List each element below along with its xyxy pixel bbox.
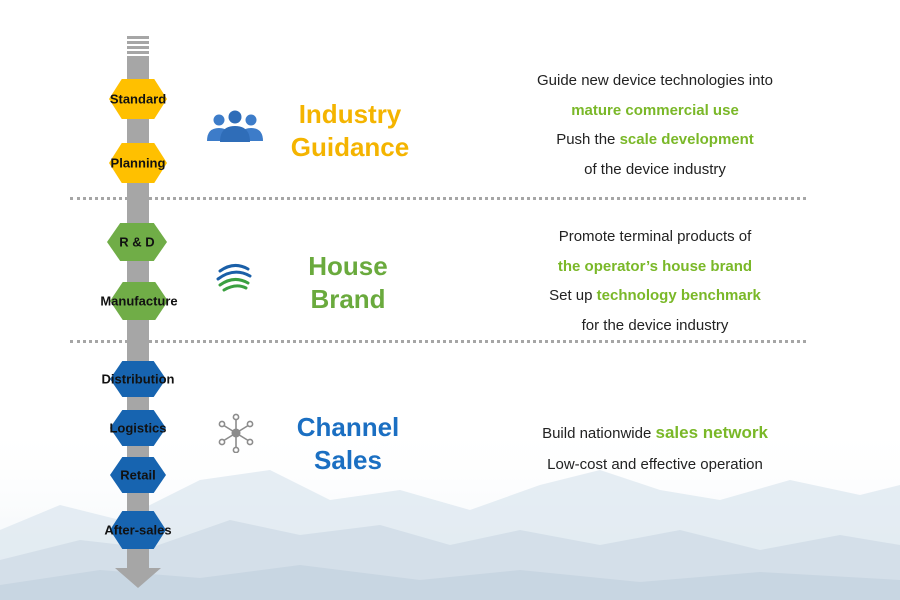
step-manufacture: Manufacture — [100, 282, 178, 320]
desc-line: Push the scale development — [505, 125, 805, 155]
step-label: Manufacture — [100, 293, 178, 309]
section-divider — [70, 197, 806, 200]
step-label: Standard — [109, 91, 167, 107]
title-line: Sales — [314, 445, 382, 475]
house-brand-title: House Brand — [278, 250, 418, 316]
channel-description: Build nationwide sales network Low-cost … — [505, 417, 805, 480]
step-label: R & D — [119, 234, 155, 250]
section-divider — [70, 340, 806, 343]
desc-line: Low-cost and effective operation — [547, 456, 763, 473]
desc-line: Set up technology benchmark — [505, 281, 805, 311]
step-planning: Planning — [109, 143, 167, 183]
step-label: Planning — [110, 155, 166, 171]
desc-line: for the device industry — [581, 316, 729, 334]
desc-highlight: scale development — [619, 131, 754, 148]
desc-line: of the device industry — [584, 160, 726, 178]
desc-highlight: the operator’s house brand — [557, 257, 753, 275]
title-line: Channel — [296, 412, 400, 442]
step-retail: Retail — [110, 457, 166, 493]
desc-text: Push the — [556, 131, 620, 148]
step-label: After-sales — [104, 522, 172, 538]
channel-sales-title: Channel Sales — [272, 411, 424, 477]
china-mobile-logo-icon — [216, 264, 252, 292]
desc-text: Build nationwide — [542, 425, 656, 442]
step-logistics: Logistics — [109, 410, 167, 446]
desc-highlight: technology benchmark — [596, 287, 761, 304]
step-label: Distribution — [101, 371, 175, 387]
step-rd: R & D — [107, 223, 167, 261]
title-line: House — [308, 251, 388, 281]
desc-text: Set up — [549, 287, 597, 304]
desc-line: Promote terminal products of — [558, 228, 752, 245]
house-description: Promote terminal products of the operato… — [505, 222, 805, 340]
arrow-tail-stripes — [127, 36, 149, 58]
desc-line: Guide new device technologies into — [537, 72, 773, 89]
step-aftersales: After-sales — [104, 511, 172, 549]
step-label: Logistics — [109, 420, 167, 436]
step-distribution: Distribution — [102, 361, 174, 397]
desc-highlight: mature commercial use — [571, 101, 739, 119]
industry-guidance-title: Industry Guidance — [270, 98, 430, 164]
title-line: Guidance — [290, 132, 410, 162]
title-line: Brand — [310, 284, 386, 314]
network-hub-icon — [218, 413, 254, 453]
flow-arrow-head — [115, 568, 161, 588]
industry-description: Guide new device technologies into matur… — [505, 66, 805, 184]
users-icon — [207, 110, 263, 142]
title-line: Industry — [298, 99, 402, 129]
step-standard: Standard — [109, 79, 167, 119]
desc-line: Build nationwide sales network — [505, 417, 805, 449]
desc-highlight: sales network — [655, 423, 768, 442]
step-label: Retail — [120, 467, 156, 483]
